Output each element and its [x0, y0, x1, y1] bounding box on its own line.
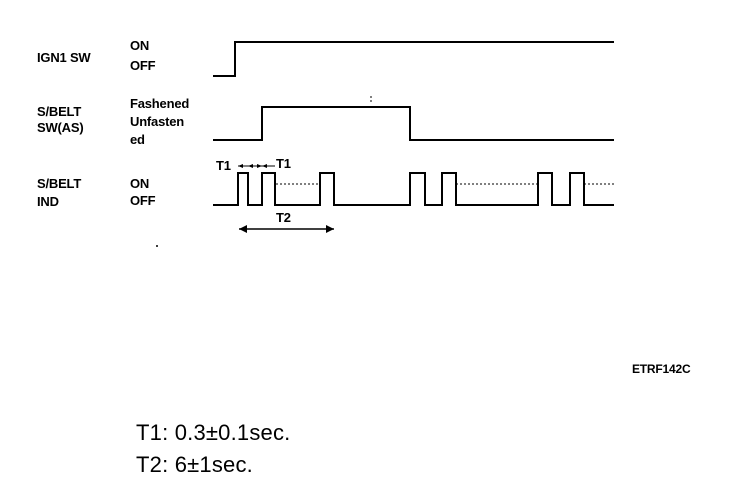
belt-indicator-on-label: ON: [130, 176, 150, 191]
belt-switch-unfasten-label: Unfasten: [130, 114, 185, 129]
ign1-off-label: OFF: [130, 58, 156, 73]
t1-arrowhead-left-a: [238, 164, 243, 168]
belt-switch-waveform: [213, 106, 614, 141]
t1-marker-left: T1: [216, 158, 231, 173]
t2-marker: T2: [276, 210, 291, 225]
belt-indicator-off-label: OFF: [130, 193, 156, 208]
stray-dot: [156, 245, 158, 247]
belt-indicator-label-line1: S/BELT: [37, 176, 82, 191]
belt-indicator-waveform: [213, 172, 614, 206]
t1-arrowhead-left-c: [257, 164, 262, 168]
t1-marker-right: T1: [276, 156, 291, 171]
belt-switch-unfasten-label-cont: ed: [130, 132, 145, 147]
legend-t2: T2: 6±1sec.: [136, 452, 253, 477]
t1-arrowhead-left-b: [248, 164, 253, 168]
belt-indicator-label-line2: IND: [37, 194, 59, 209]
ign1-waveform: [213, 41, 614, 77]
belt-switch-fastened-label: Fashened: [130, 96, 190, 111]
t2-arrowhead-left: [239, 225, 247, 233]
belt-switch-label-line1: S/BELT: [37, 104, 82, 119]
t1-arrowhead-right: [262, 164, 267, 168]
legend-t1: T1: 0.3±0.1sec.: [136, 420, 291, 445]
belt-switch-label-line2: SW(AS): [37, 120, 84, 135]
ign1-on-label: ON: [130, 38, 150, 53]
t2-arrowhead-right: [326, 225, 334, 233]
figure-code: ETRF142C: [632, 362, 691, 376]
ign1-label: IGN1 SW: [37, 50, 91, 65]
